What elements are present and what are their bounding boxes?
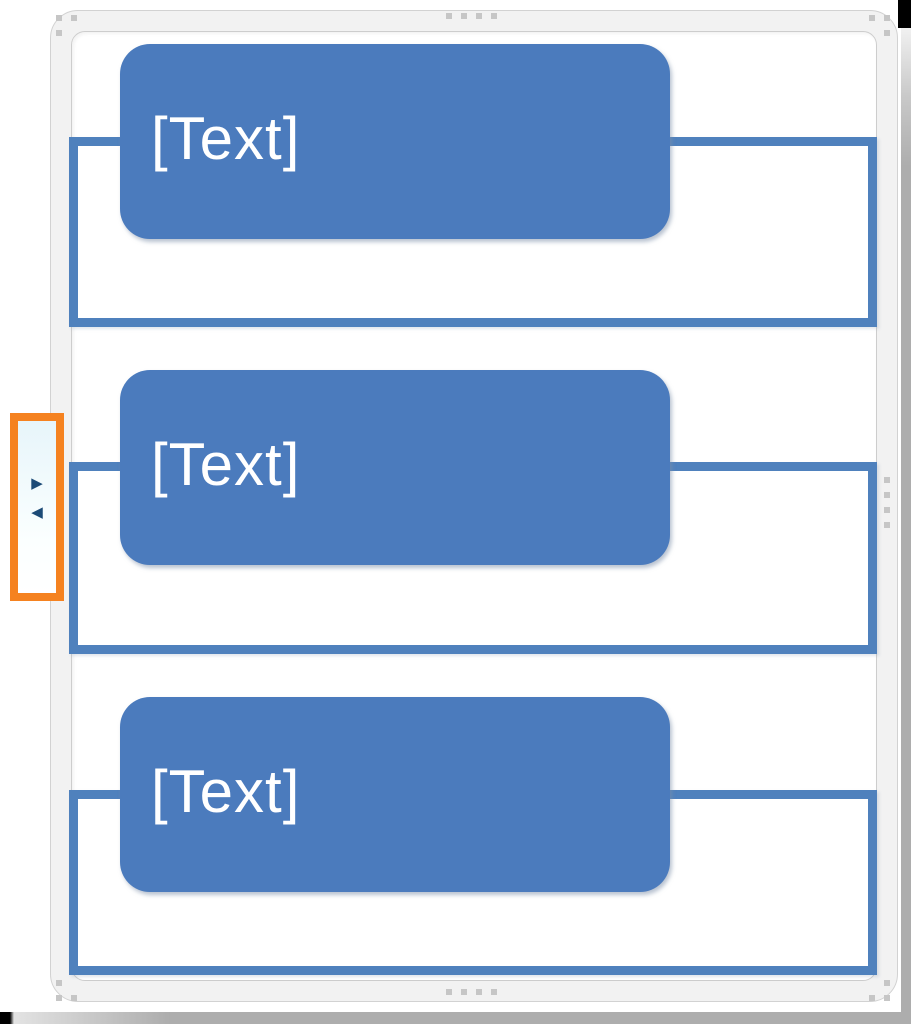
- resize-handle-right-center[interactable]: [884, 477, 890, 528]
- crop-artifact-top-right: [898, 0, 911, 28]
- window-edge-right: [901, 26, 911, 1024]
- node-text-placeholder[interactable]: [Text]: [151, 104, 301, 172]
- node-text-placeholder[interactable]: [Text]: [151, 757, 301, 825]
- resize-handle-top-left[interactable]: [56, 15, 77, 21]
- resize-handle-bottom-left[interactable]: [56, 995, 77, 1001]
- node-shape[interactable]: [Text]: [120, 697, 670, 892]
- resize-handle-top-right[interactable]: [869, 15, 890, 21]
- resize-handle-top-center[interactable]: [446, 13, 497, 19]
- resize-handle-top-left[interactable]: [56, 30, 62, 36]
- resize-handle-bottom-left[interactable]: [56, 980, 62, 986]
- resize-handle-bottom-center[interactable]: [446, 989, 497, 995]
- node-shape[interactable]: [Text]: [120, 44, 670, 239]
- annotation-highlight-box: ▶ ◀: [10, 413, 64, 601]
- resize-handle-bottom-right[interactable]: [884, 980, 890, 986]
- text-pane-toggle-button[interactable]: ▶ ◀: [18, 421, 56, 593]
- resize-handle-top-right[interactable]: [884, 30, 890, 36]
- node-text-placeholder[interactable]: [Text]: [151, 430, 301, 498]
- node-shape[interactable]: [Text]: [120, 370, 670, 565]
- expand-right-arrow-icon: ▶: [31, 474, 43, 492]
- collapse-left-arrow-icon: ◀: [31, 503, 43, 521]
- window-edge-bottom: [0, 1012, 911, 1024]
- resize-handle-bottom-right[interactable]: [869, 995, 890, 1001]
